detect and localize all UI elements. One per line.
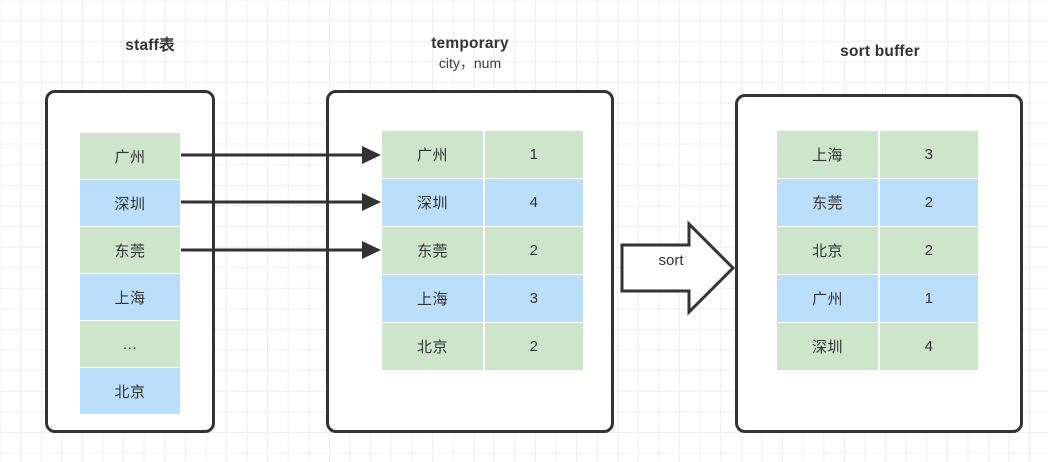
staff-city-cell: 广州	[80, 133, 180, 179]
temporary-city-cell: 深圳	[382, 179, 483, 226]
temporary-city-cell: 东莞	[382, 227, 483, 274]
staff-city-cell: …	[80, 321, 180, 367]
sort-buffer-city-cell: 上海	[777, 131, 878, 178]
temporary-subtitle-text: city，num	[438, 55, 502, 72]
staff-city-cell: 上海	[80, 274, 180, 320]
staff-city-cell: 深圳	[80, 180, 180, 226]
temporary-num-cell: 4	[485, 179, 583, 226]
sort-buffer-city-cell: 北京	[777, 227, 878, 274]
sort-buffer-num-cell: 4	[880, 323, 978, 370]
sort-buffer-panel-title: sort buffer	[790, 42, 970, 61]
staff-row: 上海	[80, 274, 180, 320]
sort-buffer-city-cell: 广州	[777, 275, 878, 322]
staff-row: 深圳	[80, 180, 180, 226]
staff-title-text: staff表	[125, 37, 175, 54]
temporary-num-cell: 2	[485, 323, 583, 370]
sort-buffer-title-text: sort buffer	[840, 43, 920, 60]
staff-table: 广州深圳东莞上海…北京	[80, 133, 180, 414]
sort-buffer-city-cell: 东莞	[777, 179, 878, 226]
temporary-num-cell: 2	[485, 227, 583, 274]
staff-city-cell: 北京	[80, 368, 180, 414]
temporary-num-cell: 3	[485, 275, 583, 322]
temporary-city-cell: 广州	[382, 131, 483, 178]
staff-row: 东莞	[80, 227, 180, 273]
temporary-city-cell: 北京	[382, 323, 483, 370]
staff-row: …	[80, 321, 180, 367]
temporary-title-text: temporary	[431, 35, 509, 52]
staff-panel-title: staff表	[60, 36, 240, 55]
temporary-panel-title: temporary city，num	[380, 34, 560, 73]
temporary-num-cell: 1	[485, 131, 583, 178]
sort-buffer-city-cell: 深圳	[777, 323, 878, 370]
staff-row: 广州	[80, 133, 180, 179]
staff-row: 北京	[80, 368, 180, 414]
staff-city-cell: 东莞	[80, 227, 180, 273]
sort-buffer-num-cell: 3	[880, 131, 978, 178]
sort-buffer-num-cell: 1	[880, 275, 978, 322]
sort-buffer-num-cell: 2	[880, 227, 978, 274]
sort-buffer-num-cell: 2	[880, 179, 978, 226]
sort-arrow-label: sort	[658, 252, 684, 269]
temporary-city-cell: 上海	[382, 275, 483, 322]
